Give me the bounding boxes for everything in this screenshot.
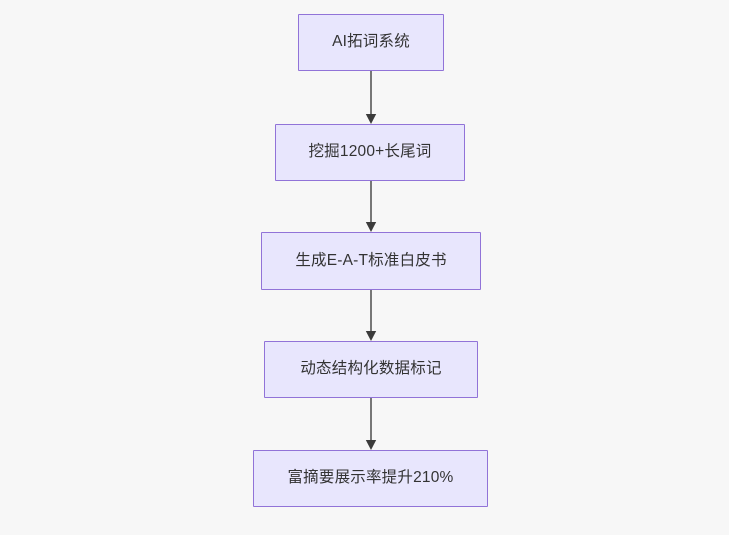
arrowhead-icon [365,114,377,124]
arrowhead-icon [365,222,377,232]
arrowhead-icon [365,331,377,341]
flow-node-label: 生成E-A-T标准白皮书 [295,251,447,269]
flow-connector-2-to-3 [364,181,378,232]
flow-node-ai-keyword-system[interactable]: AI拓词系统 [298,14,444,71]
flow-node-label: AI拓词系统 [332,33,410,51]
flow-node-label: 富摘要展示率提升210% [287,469,454,487]
flow-node-rich-snippet-uplift[interactable]: 富摘要展示率提升210% [253,450,488,507]
flow-node-structured-data-markup[interactable]: 动态结构化数据标记 [264,341,478,398]
flow-connector-3-to-4 [364,290,378,341]
flow-connector-4-to-5 [364,398,378,450]
arrowhead-icon [365,440,377,450]
flow-node-eat-whitepaper[interactable]: 生成E-A-T标准白皮书 [261,232,481,290]
flow-connector-1-to-2 [364,71,378,124]
flow-node-longtail-keywords[interactable]: 挖掘1200+长尾词 [275,124,465,181]
flow-node-label: 动态结构化数据标记 [300,360,442,378]
flow-node-label: 挖掘1200+长尾词 [308,143,432,161]
